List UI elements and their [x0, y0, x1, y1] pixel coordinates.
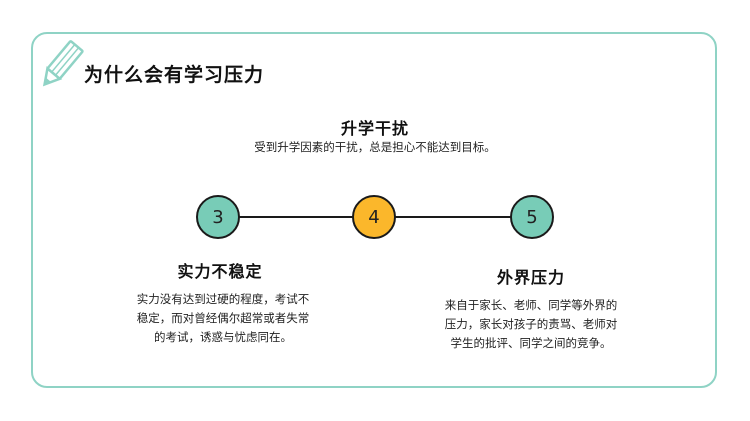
desc-enrollment-interference: 受到升学因素的干扰，总是担心不能达到目标。 [190, 138, 560, 157]
heading-enrollment-interference: 升学干扰 [340, 119, 409, 138]
page-title: 为什么会有学习压力 [84, 64, 265, 86]
node-number: 4 [368, 206, 380, 228]
content-frame [31, 32, 717, 388]
desc-line: 压力，家长对孩子的责骂、老师对 [444, 317, 618, 331]
pencil-icon [42, 40, 84, 87]
desc-unstable-ability: 实力没有达到过硬的程度，考试不 稳定，而对曾经偶尔超常或者失常 的考试，诱惑与忧… [108, 290, 338, 347]
node-number: 5 [526, 206, 538, 228]
desc-line: 来自于家长、老师、同学等外界的 [444, 298, 618, 312]
heading-external-pressure: 外界压力 [496, 268, 565, 287]
desc-line: 学生的批评、同学之间的竞争。 [450, 336, 612, 350]
desc-line: 实力没有达到过硬的程度，考试不 [136, 292, 310, 306]
timeline-node-4: 4 [352, 195, 396, 239]
node-number: 3 [212, 206, 224, 228]
desc-line: 稳定，而对曾经偶尔超常或者失常 [136, 311, 310, 325]
heading-unstable-ability: 实力不稳定 [177, 262, 263, 281]
desc-line: 受到升学因素的干扰，总是担心不能达到目标。 [254, 140, 496, 154]
desc-line: 的考试，诱惑与忧虑同在。 [154, 330, 292, 344]
timeline-node-3: 3 [196, 195, 240, 239]
timeline-node-5: 5 [510, 195, 554, 239]
desc-external-pressure: 来自于家长、老师、同学等外界的 压力，家长对孩子的责骂、老师对 学生的批评、同学… [416, 296, 646, 353]
